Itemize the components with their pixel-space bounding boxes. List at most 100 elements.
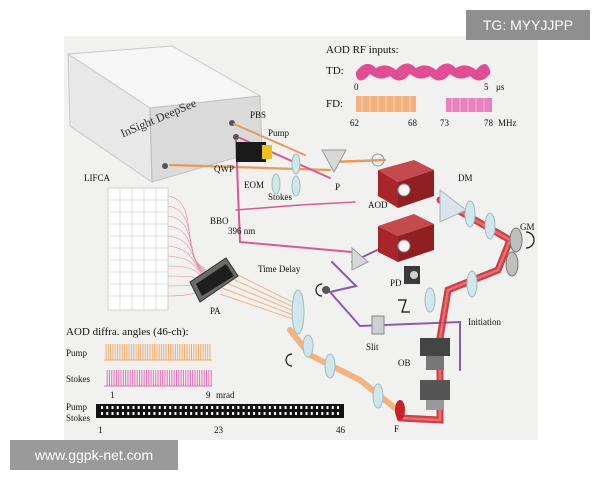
channel-strip — [96, 404, 344, 418]
channel-dot-pump — [295, 406, 298, 409]
channel-dot-stokes — [263, 412, 266, 415]
channel-dot-stokes — [190, 412, 193, 415]
channel-dot-pump — [101, 406, 103, 409]
label-time-delay: Time Delay — [258, 264, 301, 274]
channel-dot-stokes — [121, 412, 124, 415]
channel-dot-stokes — [142, 412, 145, 415]
channel-dot-pump — [200, 406, 203, 409]
channel-dot-stokes — [305, 412, 308, 415]
channel-dot-pump — [253, 406, 256, 409]
label-eom: EOM — [244, 180, 264, 190]
label-p: P — [335, 182, 341, 192]
channel-dot-stokes — [174, 412, 177, 415]
channel-dot-pump — [137, 406, 140, 409]
channel-dot-stokes — [258, 412, 261, 415]
channel-dot-stokes — [106, 412, 109, 415]
channel-dot-pump — [268, 406, 271, 409]
angles-pump-label: Pump — [66, 348, 88, 358]
channel-label-pump: Pump — [66, 402, 88, 412]
channel-dot-pump — [226, 406, 229, 409]
channel-dot-stokes — [232, 412, 235, 415]
channel-dot-stokes — [310, 412, 313, 415]
channel-dot-stokes — [326, 412, 329, 415]
channel-dot-pump — [169, 406, 172, 409]
watermark-tg: TG: MYYJJPP — [466, 10, 590, 40]
channel-dot-pump — [132, 406, 135, 409]
channel-dot-stokes — [331, 412, 334, 415]
channel-dot-pump — [190, 406, 193, 409]
channel-dot-pump — [232, 406, 235, 409]
channel-dot-pump — [121, 406, 124, 409]
channel-dot-pump — [174, 406, 177, 409]
channel-dot-stokes — [300, 412, 303, 415]
channel-dot-pump — [289, 406, 292, 409]
channel-dot-pump — [153, 406, 156, 409]
channel-dot-stokes — [226, 412, 229, 415]
label-bbo: BBO — [210, 216, 229, 226]
td-tick-start: 0 — [354, 82, 359, 92]
channel-dot-stokes — [237, 412, 240, 415]
channel-dot-pump — [305, 406, 308, 409]
label-initiation: Initiation — [468, 317, 501, 327]
channel-dot-stokes — [132, 412, 135, 415]
label-gm: GM — [520, 222, 535, 232]
channel-dot-stokes — [153, 412, 156, 415]
label-lifca: LIFCA — [84, 173, 111, 183]
channel-tick-23: 23 — [214, 425, 223, 435]
channel-label-stokes: Stokes — [66, 413, 91, 423]
channel-dot-pump — [116, 406, 119, 409]
channel-dot-stokes — [158, 412, 161, 415]
angles-unit: mrad — [216, 390, 235, 400]
channel-dot-stokes — [205, 412, 208, 415]
watermark-site: www.ggpk-net.com — [10, 440, 178, 470]
fd-tick-73: 73 — [440, 118, 449, 128]
channel-dot-stokes — [116, 412, 119, 415]
channel-tick-46: 46 — [336, 425, 345, 435]
label-pbs: PBS — [250, 110, 267, 120]
channel-dot-stokes — [316, 412, 319, 415]
channel-dot-stokes — [274, 412, 277, 415]
angles-title: AOD diffra. angles (46-ch): — [66, 326, 189, 338]
label-f: F — [394, 424, 400, 434]
lifca-array — [107, 187, 216, 311]
channel-dot-pump — [216, 406, 219, 409]
channel-dot-pump — [142, 406, 145, 409]
rotation-arrow-icon — [285, 231, 535, 367]
channel-dot-pump — [148, 406, 151, 409]
channel-dot-stokes — [253, 412, 256, 415]
channel-dot-pump — [163, 406, 166, 409]
optics — [236, 142, 523, 420]
channel-dot-stokes — [179, 412, 182, 415]
channel-dot-stokes — [221, 412, 224, 415]
channel-dot-pump — [111, 406, 114, 409]
laser-box — [66, 45, 263, 183]
channel-dot-stokes — [111, 412, 114, 415]
label-aod: AOD — [368, 200, 388, 210]
label-396nm: 396 nm — [228, 226, 256, 236]
channel-dot-stokes — [184, 412, 187, 415]
channel-dot-pump — [274, 406, 277, 409]
channel-dot-pump — [211, 406, 214, 409]
channel-dot-stokes — [242, 412, 245, 415]
channel-dot-stokes — [268, 412, 271, 415]
pa-block — [189, 257, 305, 335]
label-stokes: Stokes — [268, 192, 293, 202]
fd-tick-78: 78 — [484, 118, 493, 128]
channel-dot-stokes — [211, 412, 214, 415]
rf-inputs-title: AOD RF inputs: — [326, 44, 399, 56]
channel-dot-stokes — [148, 412, 151, 415]
label-pa: PA — [210, 306, 221, 316]
label-pd: PD — [390, 278, 402, 288]
angles-tick-end: 9 — [206, 390, 211, 400]
channel-dots — [101, 406, 339, 415]
channel-dot-pump — [326, 406, 329, 409]
fd-tick-68: 68 — [408, 118, 417, 128]
channel-dot-stokes — [195, 412, 198, 415]
channel-dot-pump — [247, 406, 250, 409]
channel-dot-stokes — [101, 412, 103, 415]
label-dm: DM — [458, 173, 473, 183]
channel-dot-stokes — [289, 412, 292, 415]
label-qwp: QWP — [214, 164, 234, 174]
channel-dot-pump — [221, 406, 224, 409]
